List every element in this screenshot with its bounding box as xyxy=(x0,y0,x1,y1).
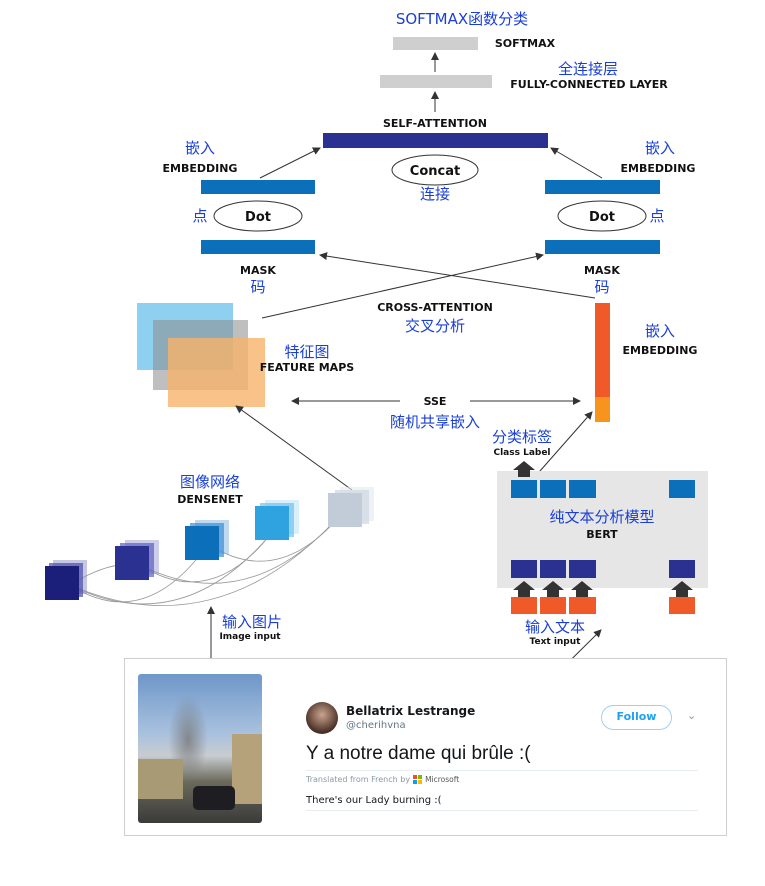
divider xyxy=(306,810,698,811)
up-arrow-icon xyxy=(671,581,693,597)
tweet-card: Bellatrix Lestrange @cherihvna Follow ⌄ … xyxy=(124,658,727,836)
divider xyxy=(306,770,698,771)
cross-attention-cn-label: 交叉分析 xyxy=(405,317,465,335)
class-token-embedding xyxy=(595,397,610,422)
fully-connected-layer xyxy=(380,75,492,88)
embedding-bar-left xyxy=(201,180,315,194)
translation-attribution: Translated from French by Microsoft xyxy=(306,775,459,784)
text-input-cn-label: 输入文本 xyxy=(525,618,585,636)
image-input-label: Image input xyxy=(219,632,281,642)
class-label: Class Label xyxy=(493,448,550,458)
word-token xyxy=(540,597,566,614)
text-embedding-label: EMBEDDING xyxy=(623,344,698,357)
building xyxy=(232,734,262,804)
embedding-cn-label-left: 嵌入 xyxy=(185,139,215,157)
self-attention-layer xyxy=(323,133,548,148)
input-token xyxy=(540,560,566,578)
text-embedding-cn-label: 嵌入 xyxy=(645,322,675,340)
avatar[interactable] xyxy=(306,702,338,734)
input-token xyxy=(669,560,695,578)
cross-attention-label: CROSS-ATTENTION xyxy=(377,301,493,314)
self-attention-label: SELF-ATTENTION xyxy=(383,117,487,130)
word-token xyxy=(569,597,596,614)
mask-bar-left xyxy=(201,240,315,254)
arrow xyxy=(235,405,353,491)
user-handle[interactable]: @cherihvna xyxy=(346,720,406,731)
softmax-layer xyxy=(393,37,478,50)
tweet-photo[interactable] xyxy=(138,674,262,823)
up-arrow-icon xyxy=(513,461,535,477)
mask-cn-label-right: 码 xyxy=(594,278,609,296)
text-embedding-bar xyxy=(595,303,610,397)
user-name[interactable]: Bellatrix Lestrange xyxy=(346,704,476,718)
output-token xyxy=(540,480,566,498)
word-token xyxy=(511,597,537,614)
dot-cn-label-left: 点 xyxy=(192,207,207,225)
up-arrow-icon xyxy=(542,581,564,597)
sse-cn-label: 随机共享嵌入 xyxy=(390,413,480,431)
feature-maps-cn-label: 特征图 xyxy=(284,343,329,361)
softmax-label: SOFTMAX xyxy=(495,37,556,50)
image-input-cn-label: 输入图片 xyxy=(222,613,282,631)
dot-cn-label-right: 点 xyxy=(649,207,664,225)
dot-ellipse-right xyxy=(557,200,647,232)
follow-button[interactable]: Follow xyxy=(601,705,672,730)
feature-maps-label: FEATURE MAPS xyxy=(260,361,354,374)
mask-cn-label-left: 码 xyxy=(250,278,265,296)
concat-label: Concat xyxy=(410,164,460,179)
input-token xyxy=(569,560,596,578)
fc-label: FULLY-CONNECTED LAYER xyxy=(510,78,668,91)
input-token xyxy=(511,560,537,578)
bert-cn-label: 纯文本分析模型 xyxy=(549,508,654,526)
translated-by-label: Translated from French by xyxy=(306,775,411,784)
output-token xyxy=(569,480,596,498)
embedding-cn-label-right: 嵌入 xyxy=(645,139,675,157)
embedding-label-left: EMBEDDING xyxy=(163,162,238,175)
text-input-label: Text input xyxy=(530,637,582,647)
up-arrow-icon xyxy=(513,581,535,597)
cross-attention-arrow xyxy=(319,252,596,299)
mask-label-right: MASK xyxy=(584,264,620,277)
sse-label: SSE xyxy=(424,395,447,408)
tweet-translation: There's our Lady burning :( xyxy=(306,795,442,806)
arrow xyxy=(259,147,321,179)
mask-bar-right xyxy=(545,240,660,254)
softmax-cn-label: SOFTMAX函数分类 xyxy=(396,10,528,28)
output-token xyxy=(511,480,537,498)
arrow xyxy=(550,147,603,179)
up-arrow-icon xyxy=(571,581,593,597)
concat-ellipse xyxy=(391,154,479,186)
dot-label-right: Dot xyxy=(589,210,615,225)
translator-name: Microsoft xyxy=(425,775,460,784)
building xyxy=(138,759,183,799)
dot-label-left: Dot xyxy=(245,210,271,225)
car xyxy=(193,786,235,810)
output-token xyxy=(669,480,695,498)
densenet-blocks xyxy=(45,487,374,600)
bert-output-tokens xyxy=(511,480,695,498)
dot-ellipse-left xyxy=(213,200,303,232)
bert-label: BERT xyxy=(586,528,618,541)
bert-input-tokens xyxy=(511,560,695,614)
cross-attention-arrow xyxy=(261,252,544,319)
mask-label-left: MASK xyxy=(240,264,276,277)
class-label-cn: 分类标签 xyxy=(492,428,552,446)
microsoft-logo-icon xyxy=(413,775,423,784)
densenet-label: DENSENET xyxy=(177,493,243,506)
embedding-label-right: EMBEDDING xyxy=(621,162,696,175)
word-token xyxy=(669,597,695,614)
fc-cn-label: 全连接层 xyxy=(558,60,618,78)
tweet-text: Y a notre dame qui brûle :( xyxy=(306,743,531,764)
densenet-cn-label: 图像网络 xyxy=(180,473,240,491)
concat-cn-label: 连接 xyxy=(420,185,450,203)
chevron-down-icon[interactable]: ⌄ xyxy=(687,709,697,722)
feature-map xyxy=(168,338,265,407)
embedding-bar-right xyxy=(545,180,660,194)
